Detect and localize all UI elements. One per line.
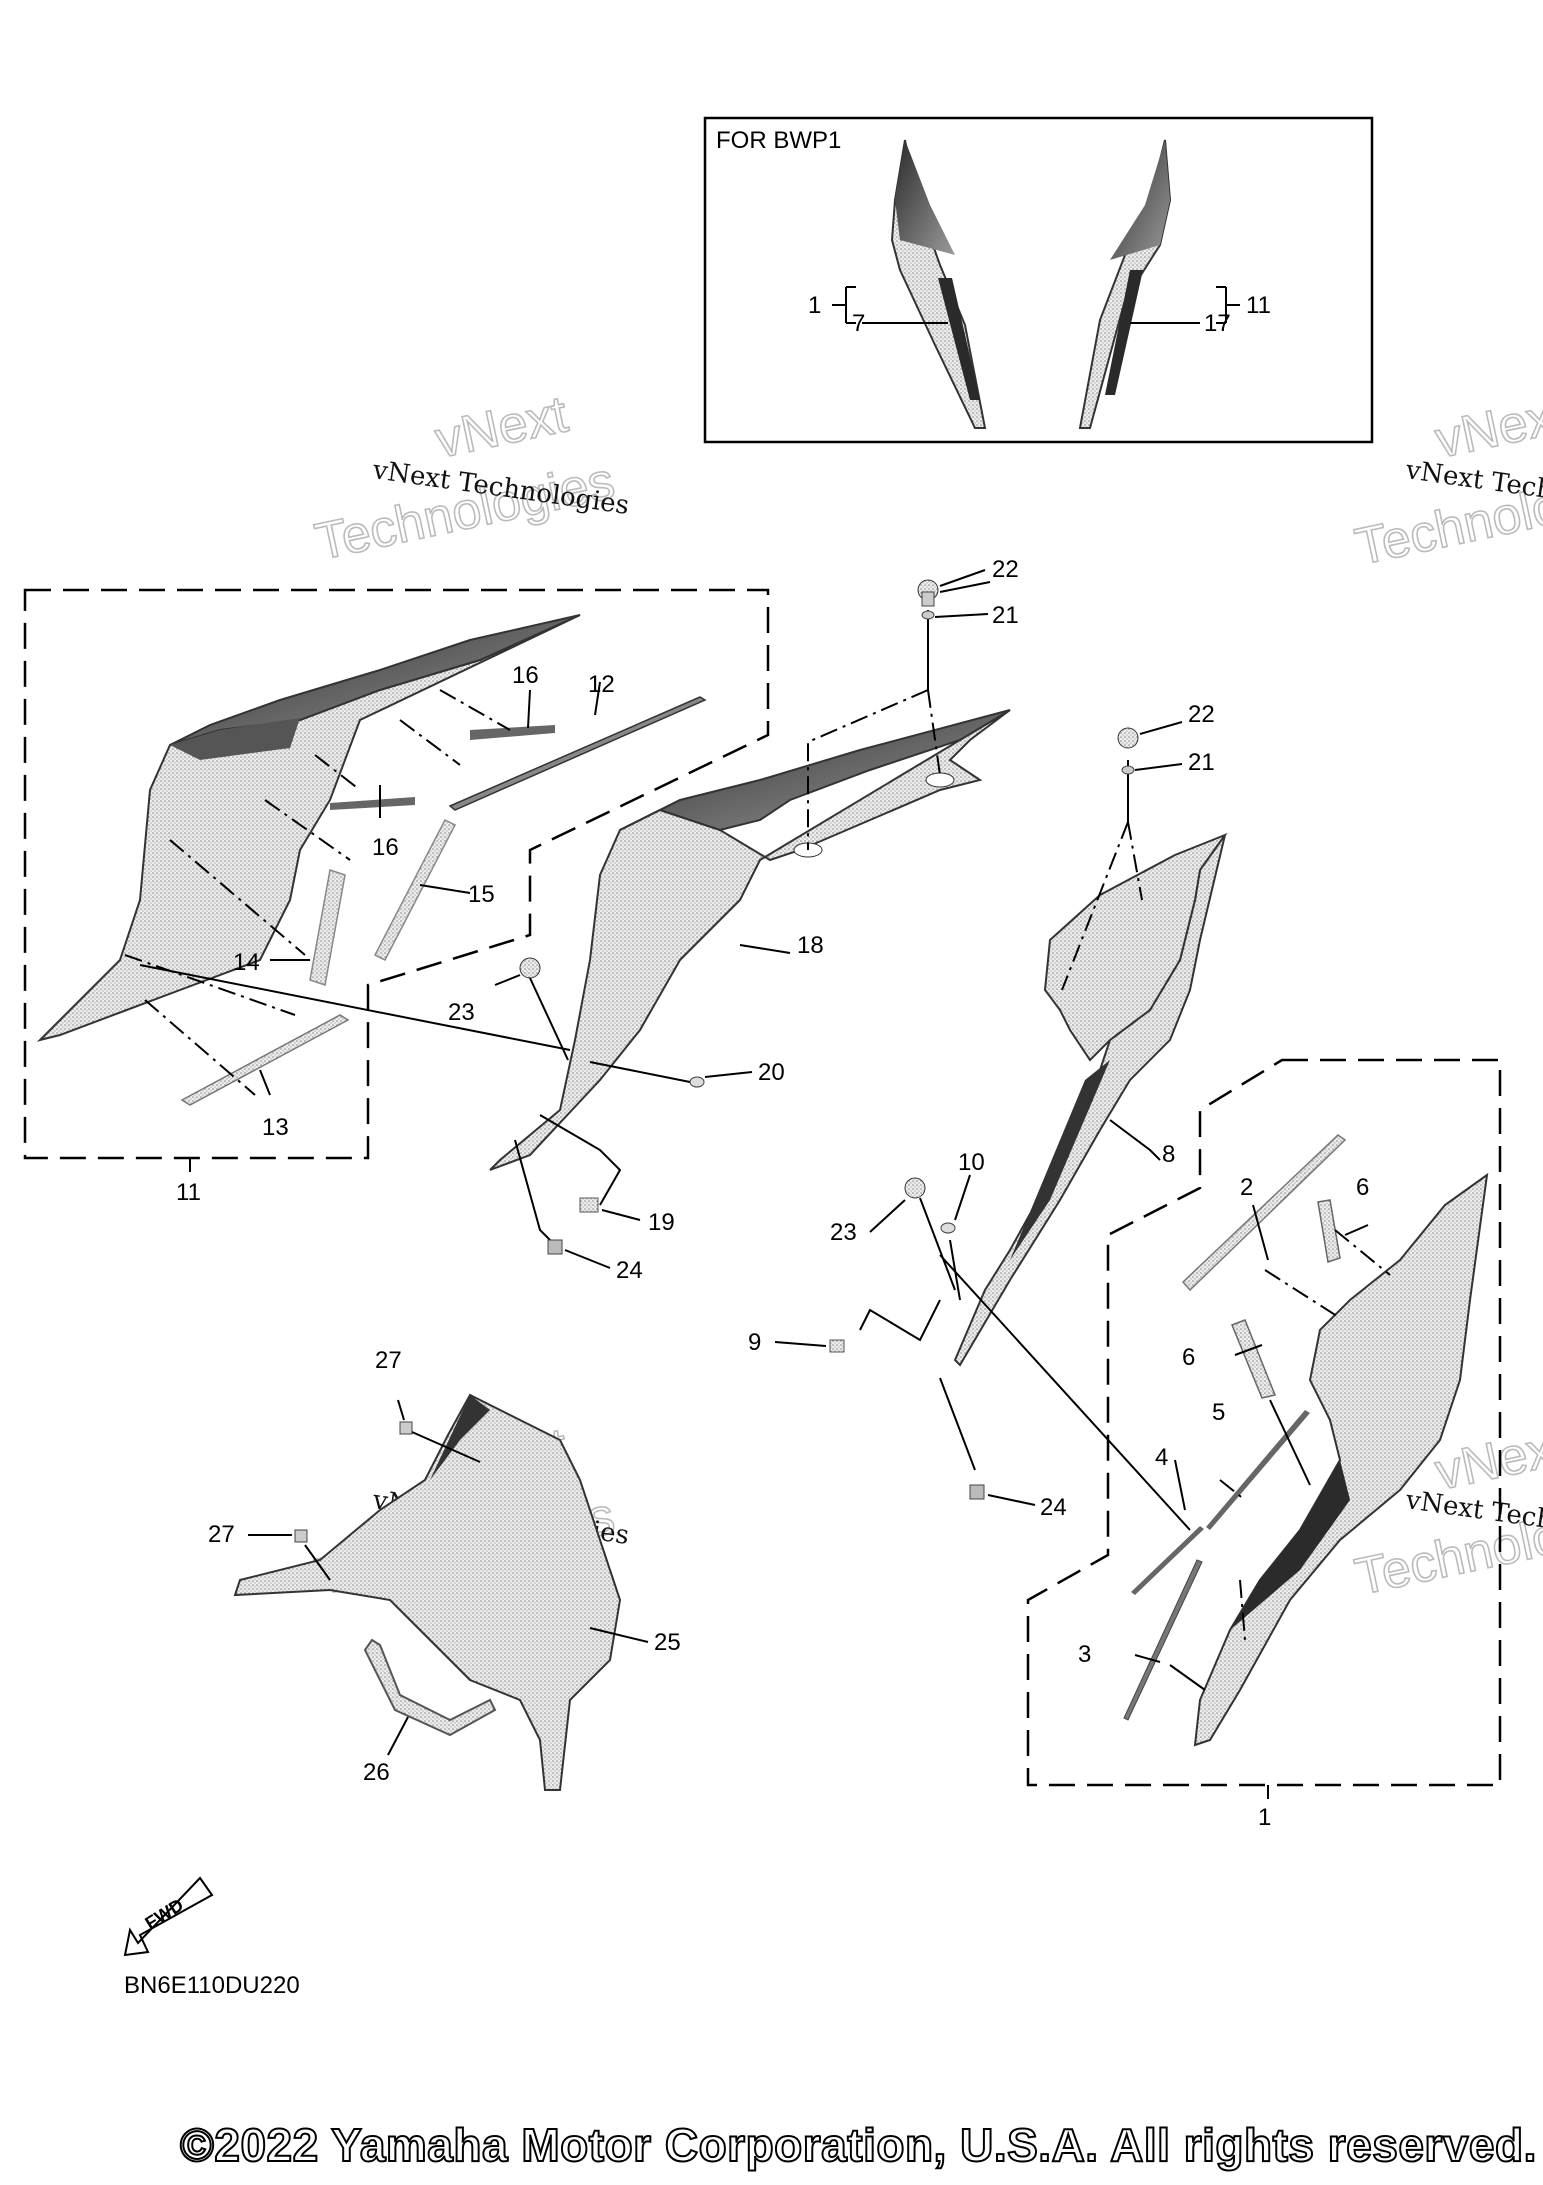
svg-text:vNext: vNext — [430, 385, 573, 469]
callout-18: 18 — [797, 932, 824, 959]
inset-title: FOR BWP1 — [716, 127, 841, 154]
callout-14: 14 — [233, 949, 260, 976]
strip-16a — [470, 725, 555, 740]
callout-1: 1 — [808, 292, 821, 319]
svg-text:vNext: vNext — [1430, 1417, 1543, 1501]
inset-right-dark-top — [1110, 140, 1170, 260]
strip-5 — [1206, 1410, 1310, 1530]
callout-8: 8 — [1162, 1141, 1175, 1168]
callout-24b: 24 — [1040, 1494, 1067, 1521]
callout-1-main: 1 — [1258, 1804, 1271, 1831]
inset-right-stripe — [1105, 270, 1143, 395]
callout-19: 19 — [648, 1209, 675, 1236]
callout-26: 26 — [363, 1759, 390, 1786]
decal-6a — [1317, 1199, 1341, 1263]
copyright-notice: ©2022 Yamaha Motor Corporation, U.S.A. A… — [179, 2118, 1537, 2172]
inset-left-dark-top — [895, 140, 955, 255]
callout-12: 12 — [588, 671, 615, 698]
assembly-11: 11 16 12 16 15 14 13 — [23, 588, 770, 1206]
inset-left-stripe — [938, 278, 980, 400]
callout-4: 4 — [1155, 1444, 1168, 1471]
decal-6b — [1231, 1319, 1277, 1399]
assembly-1: 1 2 6 6 5 4 3 — [1026, 1058, 1502, 1831]
inner-panel-18: 22 21 23 18 20 19 24 — [448, 556, 1019, 1284]
callout-10: 10 — [958, 1149, 985, 1176]
decal-14 — [309, 869, 346, 986]
callout-9: 9 — [748, 1329, 761, 1356]
callout-22b: 22 — [1188, 701, 1215, 728]
strip-12 — [448, 696, 707, 811]
callout-2: 2 — [1240, 1174, 1253, 1201]
callout-27a: 27 — [375, 1347, 402, 1374]
lower-piece-25: 25 26 27 27 — [208, 1347, 681, 1791]
callout-13: 13 — [262, 1114, 289, 1141]
callout-6a: 6 — [1356, 1174, 1369, 1201]
strip-4 — [1131, 1526, 1204, 1595]
callout-27b: 27 — [208, 1521, 235, 1548]
fwd-arrow-icon: FWD — [123, 1876, 214, 1957]
callout-22a: 22 — [992, 556, 1019, 583]
callout-17: 17 — [1204, 310, 1231, 337]
callout-16a: 16 — [512, 662, 539, 689]
callout-3: 3 — [1078, 1641, 1091, 1668]
inset-box: FOR BWP1 1 7 17 11 — [703, 116, 1374, 444]
strip-13 — [180, 1014, 350, 1106]
center-panel-8: 22 21 8 23 10 9 24 — [748, 701, 1228, 1531]
trim-26 — [363, 1638, 497, 1737]
callout-25: 25 — [654, 1629, 681, 1656]
callout-20: 20 — [758, 1059, 785, 1086]
strip-2 — [1181, 1134, 1347, 1292]
strip-3 — [1123, 1559, 1203, 1721]
callout-23b: 23 — [830, 1219, 857, 1246]
left-cowl-dark-band — [170, 718, 300, 760]
callout-24a: 24 — [616, 1257, 643, 1284]
decal-15 — [373, 818, 457, 962]
callout-21a: 21 — [992, 602, 1019, 629]
callout-21b: 21 — [1188, 749, 1215, 776]
callout-11-main: 11 — [176, 1179, 201, 1206]
callout-23a: 23 — [448, 999, 475, 1026]
callout-11: 11 — [1246, 292, 1271, 319]
callout-16b: 16 — [372, 834, 399, 861]
callout-7: 7 — [852, 310, 865, 337]
drawing-code: BN6E110DU220 — [124, 1972, 300, 1999]
callout-5: 5 — [1212, 1399, 1225, 1426]
callout-15: 15 — [468, 881, 495, 908]
callout-6b: 6 — [1182, 1344, 1195, 1371]
svg-text:vNext: vNext — [1430, 385, 1543, 469]
strip-16b — [330, 797, 415, 810]
